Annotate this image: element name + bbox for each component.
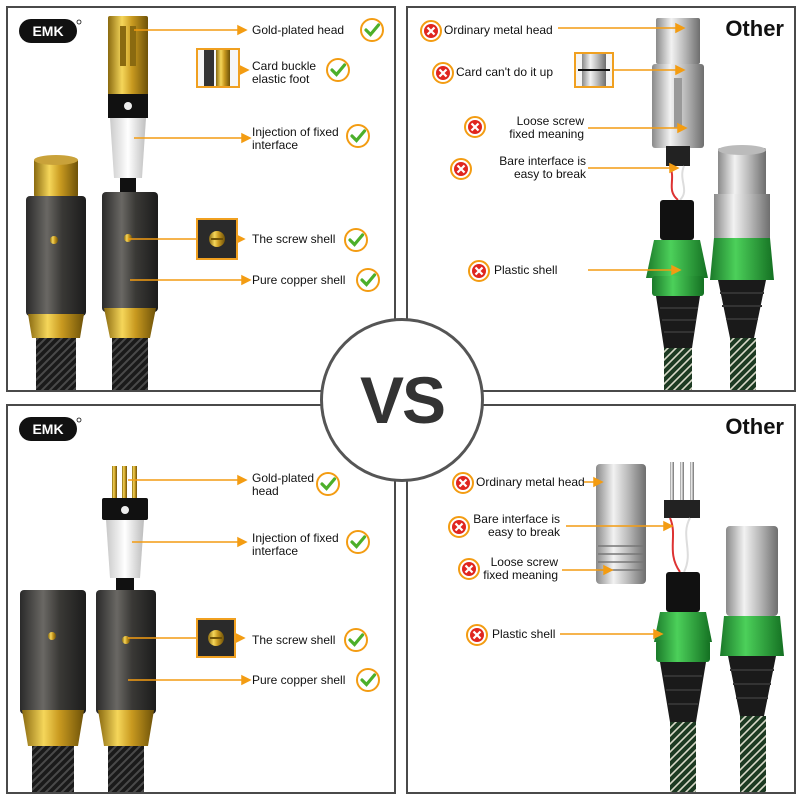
cross-circle-icon xyxy=(458,558,480,580)
emk-logo: EMK xyxy=(18,416,82,449)
cross-circle-icon xyxy=(452,472,474,494)
label-pure-copper-shell: Pure copper shell xyxy=(252,273,346,287)
label-screw-shell: The screw shell xyxy=(252,232,336,246)
label-gold-plated-head: Gold-plated head xyxy=(252,471,315,498)
cross-circle-icon xyxy=(466,624,488,646)
label-plastic-shell: Plastic shell xyxy=(492,627,556,641)
vs-text: VS xyxy=(359,363,446,437)
other-title: Other xyxy=(725,414,784,439)
label-injection: Injection of fixed interface xyxy=(252,531,339,558)
cross-circle-icon xyxy=(468,260,490,282)
check-circle-icon xyxy=(344,628,368,652)
other-title: Other xyxy=(725,16,784,41)
check-circle-icon xyxy=(346,530,370,554)
svg-text:EMK: EMK xyxy=(32,23,63,39)
cross-circle-icon xyxy=(420,20,442,42)
label-injection: Injection of fixed interface xyxy=(252,125,339,152)
check-circle-icon xyxy=(356,268,380,292)
label-screw-shell: The screw shell xyxy=(252,633,336,647)
emk-female-connector-illustration xyxy=(26,16,252,390)
vs-badge: VS xyxy=(320,318,484,482)
label-card-cant-do-it-up: Card can't do it up xyxy=(456,65,554,79)
panel-emk-female: EMK xyxy=(6,6,396,392)
label-loose-screw: Loose screw fixed meaning xyxy=(483,555,558,582)
other-male-connector-illustration xyxy=(560,462,784,792)
emk-logo: EMK xyxy=(18,18,82,51)
emk-male-connector-illustration xyxy=(20,466,252,792)
check-circle-icon xyxy=(360,18,384,42)
label-card-buckle: Card buckle elastic foot xyxy=(252,59,317,86)
card-cannot-inset xyxy=(574,52,614,88)
label-ordinary-metal-head: Ordinary metal head xyxy=(476,475,585,489)
cross-circle-icon xyxy=(450,158,472,180)
svg-text:EMK: EMK xyxy=(32,421,63,437)
label-bare-interface: Bare interface is easy to break xyxy=(499,154,586,181)
card-buckle-inset xyxy=(196,48,240,88)
check-circle-icon xyxy=(326,58,350,82)
label-ordinary-metal-head: Ordinary metal head xyxy=(444,23,553,37)
label-bare-interface: Bare interface is easy to break xyxy=(473,512,560,539)
panel-other-female: Other Ordinary metal xyxy=(406,6,796,392)
panel-emk-male: EMK Gold-plated head Injecti xyxy=(6,404,396,794)
label-gold-plated-head: Gold-plated head xyxy=(252,23,345,37)
label-pure-copper-shell: Pure copper shell xyxy=(252,673,346,687)
cross-circle-icon xyxy=(448,516,470,538)
label-plastic-shell: Plastic shell xyxy=(494,263,558,277)
check-circle-icon xyxy=(356,668,380,692)
check-circle-icon xyxy=(344,228,368,252)
screw-inset xyxy=(196,218,238,260)
label-loose-screw: Loose screw fixed meaning xyxy=(509,114,584,141)
check-circle-icon xyxy=(346,124,370,148)
other-female-connector-illustration xyxy=(558,18,774,390)
cross-circle-icon xyxy=(464,116,486,138)
cross-circle-icon xyxy=(432,62,454,84)
check-circle-icon xyxy=(316,472,340,496)
screw-inset xyxy=(196,618,236,658)
panel-other-male: Other Ordinary metal head Ba xyxy=(406,404,796,794)
